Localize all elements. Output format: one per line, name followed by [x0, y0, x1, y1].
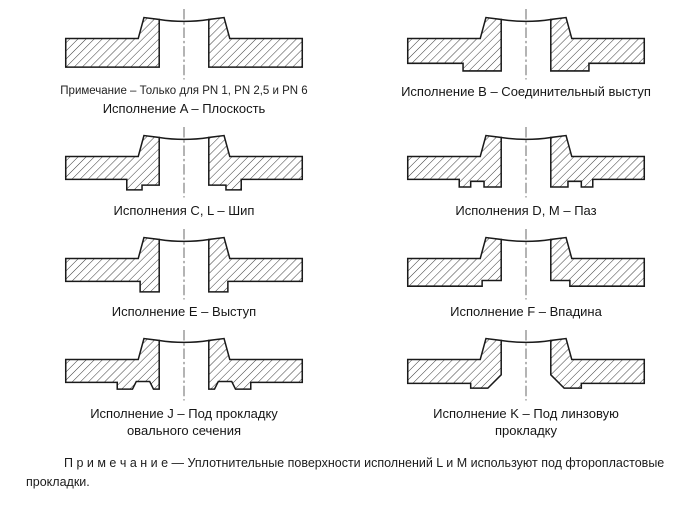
- figure-j-caption-line2: овального сечения: [126, 422, 242, 438]
- footnote: П р и м е ч а н и е — Уплотнительные пов…: [26, 454, 674, 493]
- figure-cl: Исполнения C, L – Шип: [16, 126, 352, 218]
- flange-section-a-drawing: [64, 8, 304, 80]
- figure-f-caption: Исполнение F – Впадина: [450, 304, 602, 320]
- figure-e-caption: Исполнение E – Выступ: [111, 304, 257, 320]
- figure-k-caption: Исполнение K – Под линзовую: [433, 405, 619, 421]
- flange-section-f-drawing: [406, 228, 646, 300]
- figure-e: Исполнение E – Выступ: [16, 228, 352, 319]
- flange-section-k-drawing: [406, 330, 646, 401]
- figure-dm: Исполнения D, M – Паз: [358, 126, 694, 218]
- footnote-label: П р и м е ч а н и е: [64, 455, 169, 470]
- figure-b: Исполнение B – Соединительный выступ: [358, 8, 694, 116]
- flange-section-b-drawing: [406, 8, 646, 80]
- figure-f: Исполнение F – Впадина: [358, 228, 694, 319]
- figure-j-caption: Исполнение J – Под прокладку: [90, 405, 278, 421]
- flange-section-dm-drawing: [406, 127, 646, 199]
- figure-k: Исполнение K – Под линзовую прокладку: [358, 329, 694, 438]
- figure-cl-caption: Исполнения C, L – Шип: [113, 202, 255, 218]
- flange-section-cl-drawing: [64, 127, 304, 199]
- figure-k-caption-line2: прокладку: [494, 422, 558, 438]
- figure-dm-caption: Исполнения D, M – Паз: [455, 202, 597, 218]
- figure-b-caption: Исполнение B – Соединительный выступ: [401, 84, 651, 100]
- figure-a-note: Примечание – Только для PN 1, PN 2,5 и P…: [60, 85, 308, 98]
- figure-grid: Примечание – Только для PN 1, PN 2,5 и P…: [16, 8, 694, 438]
- figure-a-caption: Исполнение A – Плоскость: [102, 101, 266, 117]
- flange-section-e-drawing: [64, 228, 304, 300]
- figure-a: Примечание – Только для PN 1, PN 2,5 и P…: [16, 8, 352, 116]
- footnote-text: — Уплотнительные поверхности исполнений …: [26, 455, 665, 490]
- flange-section-j-drawing: [64, 330, 304, 401]
- figure-j: Исполнение J – Под прокладку овального с…: [16, 329, 352, 438]
